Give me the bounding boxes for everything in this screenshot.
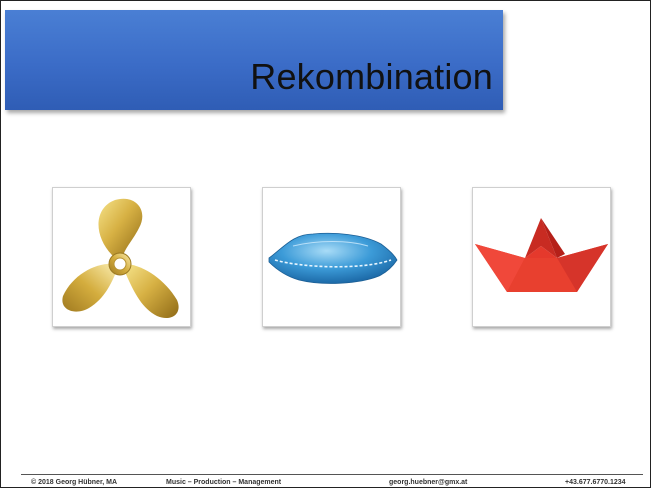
footer-tagline: Music – Production – Management bbox=[166, 479, 282, 486]
footer-copyright: © 2018 Georg Hübner, MA bbox=[31, 479, 118, 486]
footer-divider bbox=[21, 474, 643, 475]
slide-title: Rekombination bbox=[250, 56, 493, 97]
footer-email: georg.huebner@gmx.at bbox=[389, 479, 468, 486]
air-cushion-image bbox=[268, 232, 398, 284]
footer-phone: +43.677.6770.1234 bbox=[565, 479, 626, 486]
paper-boat-image bbox=[475, 218, 608, 292]
title-bar: Rekombination bbox=[5, 10, 503, 110]
air-cushion-image-card bbox=[262, 187, 401, 327]
propeller-image bbox=[62, 198, 179, 319]
paper-boat-image-card bbox=[472, 187, 611, 327]
propeller-image-card bbox=[52, 187, 191, 327]
